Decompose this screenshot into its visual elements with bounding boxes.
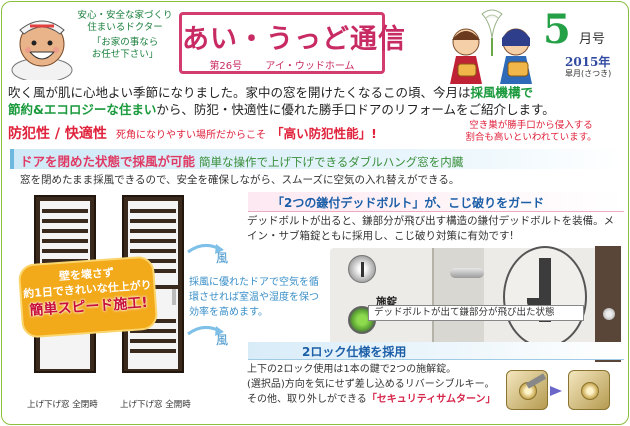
deadbolt-heading-band: 「2つの鎌付デッドボルト」が、こじ破りをガード bbox=[248, 192, 624, 212]
wind-arrow-icon bbox=[187, 326, 224, 336]
tagline-line-1: 安心・安全な家づくり bbox=[77, 10, 173, 21]
ventilation-heading-band: ドアを閉めた状態で採風が可能簡単な操作で上げ下げできるダブルハング窓を内臓 bbox=[10, 149, 622, 169]
tagline: 安心・安全な家づくり 住まいるドクター 「お家の事なら お任せ下さい」 bbox=[74, 10, 176, 61]
intro-paragraph: 吹く風が肌に心地よい季節になりました。家中の窓を開けたくなるこの頃、今月は採風機… bbox=[8, 84, 626, 118]
double-lock-body: 上下の2ロック使用は1本の鍵で2つの施解錠。 (選択品)方向を気にせず差し込める… bbox=[247, 362, 507, 407]
month-suffix: 月号 bbox=[579, 32, 606, 47]
issue-line: 第26号 アイ・ウッドホーム bbox=[182, 57, 382, 72]
deadbolt-callout: デッドボルトが出て鎌部分が飛び出た状態 bbox=[368, 305, 584, 321]
ventilation-heading-sub: 簡単な操作で上げ下げできるダブルハング窓を内臓 bbox=[199, 155, 464, 169]
children-with-flowers-illustration bbox=[450, 9, 532, 84]
security-title: 防犯性 / 快適性 bbox=[8, 126, 107, 142]
year-label: 2015年 bbox=[565, 55, 611, 69]
deadbolt-heading: 「2つの鎌付デッドボルト」が、こじ破りをガード bbox=[272, 196, 545, 210]
speed-install-badge: 壁を壊さず 約1日できれいな仕上がり 簡単スピード施工! bbox=[19, 257, 157, 337]
double-lock-heading-band: 2ロック仕様を採用 bbox=[248, 342, 624, 360]
key-cylinder-icon bbox=[568, 370, 610, 410]
month-number: 5 bbox=[543, 6, 571, 53]
intro-highlight-1: 採風機構で bbox=[470, 85, 534, 100]
month-name: 皐月(さつき) bbox=[565, 69, 612, 78]
ventilation-heading: ドアを閉めた状態で採風が可能簡単な操作で上げ下げできるダブルハング窓を内臓 bbox=[20, 151, 463, 170]
ventilation-heading-main: ドアを閉めた状態で採風が可能 bbox=[20, 154, 196, 169]
arrow-right-icon bbox=[550, 386, 562, 396]
company-name: アイ・ウッドホーム bbox=[265, 61, 355, 72]
security-note-line-1: 空き巣が勝手口から侵入する bbox=[469, 120, 593, 131]
intro-highlight-2: 節約&エコロジーな住まい bbox=[8, 102, 157, 117]
deadbolt-body: デッドボルトが出ると、鎌部分が飛び出す構造の鎌付デッドボルトを装備。メイン・サブ… bbox=[247, 215, 615, 242]
intro-text-2: から、防犯・快適性に優れた勝手口ドアのリフォームをご紹介します。 bbox=[156, 102, 555, 117]
double-lock-line-3: その他、取り外しができる bbox=[247, 394, 367, 405]
wind-arrow-icon bbox=[187, 244, 224, 254]
security-note: 空き巣が勝手口から侵入する 割合も高いといわれています。 bbox=[436, 120, 626, 144]
wind-label-upper: 風 bbox=[216, 251, 229, 265]
security-note-line-2: 割合も高いといわれています。 bbox=[465, 132, 597, 143]
double-lock-line-1: 上下の2ロック使用は1本の鍵で2つの施解錠。 bbox=[247, 364, 457, 375]
wind-label-lower: 風 bbox=[216, 333, 229, 347]
newsletter-title-box: あい・うっど通信 第26号 アイ・ウッドホーム bbox=[179, 12, 406, 74]
security-subline: 死角になりやすい場所だからこそ bbox=[115, 130, 266, 141]
lever-handle-icon bbox=[450, 268, 484, 278]
caption-open: 上げ下げ窓 全開時 bbox=[120, 400, 191, 410]
door-handle-icon bbox=[172, 289, 176, 305]
tagline-quote-1: 「お家の事なら bbox=[91, 37, 159, 48]
issue-number: 第26号 bbox=[209, 61, 243, 72]
newsletter-title: あい・うっど通信 bbox=[182, 24, 406, 55]
tagline-quote-2: お任せ下さい」 bbox=[91, 49, 159, 60]
security-boxed-text: 「高い防犯性能」! bbox=[271, 126, 377, 141]
caption-closed: 上げ下げ窓 全閉時 bbox=[27, 400, 98, 410]
double-lock-line-2: (選択品)方向を気にせず差し込めるリバーシブルキー。 bbox=[247, 379, 495, 390]
ventilation-body: 窓を閉めたまま採風できるので、安全を確保しながら、スムーズに空気の入れ替えができ… bbox=[20, 174, 460, 186]
security-headline: 防犯性 / 快適性 死角になりやすい場所だからこそ 「高い防犯性能」! bbox=[8, 123, 438, 143]
doctor-mascot-icon bbox=[11, 20, 73, 80]
tagline-line-2: 住まいるドクター bbox=[87, 22, 163, 33]
intro-text-1: 吹く風が肌に心地よい季節になりました。家中の窓を開けたくなるこの頃、今月は bbox=[8, 85, 471, 100]
deadbolt-zoom-photo bbox=[503, 246, 587, 348]
security-thumbturn-label: 「セキュリティサムターン」 bbox=[366, 394, 496, 405]
ventilation-benefit-text: 採風に優れたドアで空気を循環させれば室温や湿度を保つ効率を高めます。 bbox=[189, 277, 319, 318]
double-lock-heading: 2ロック仕様を採用 bbox=[302, 345, 407, 359]
deadbolt-cylinder-icon bbox=[348, 255, 376, 283]
door-edge-photo bbox=[432, 248, 484, 358]
